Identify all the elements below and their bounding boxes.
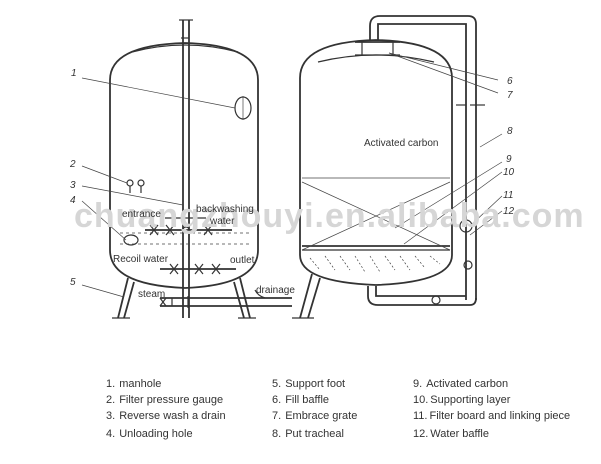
unloading-hole-shape bbox=[123, 234, 139, 246]
left-tank-shell bbox=[109, 42, 259, 289]
callout-8: 8 bbox=[507, 126, 513, 137]
callout-lines bbox=[81, 52, 503, 298]
legend-item-5: 5.Support foot bbox=[272, 378, 345, 390]
callout-2: 2 bbox=[69, 159, 76, 170]
callout-3: 3 bbox=[70, 180, 76, 191]
tracheal-pipe bbox=[369, 15, 477, 300]
sight-glass bbox=[459, 219, 473, 233]
watermark-text: chuangzhouyi.en.alibaba.com bbox=[74, 197, 585, 235]
callout-11: 11 bbox=[503, 190, 513, 201]
legend-item-9: 9.Activated carbon bbox=[413, 378, 508, 390]
label-backwashing: backwashing bbox=[196, 204, 254, 215]
legend-item-1: 1.manhole bbox=[106, 378, 161, 390]
left-labels: backwashing water entrance Recoil water … bbox=[113, 204, 295, 300]
legend-item-12: 12.Water baffle bbox=[413, 428, 489, 440]
legend: 1.manhole 2.Filter pressure gauge 3.Reve… bbox=[106, 378, 570, 440]
label-entrance: entrance bbox=[122, 209, 161, 220]
callout-9: 9 bbox=[506, 154, 512, 165]
label-drainage: drainage bbox=[256, 285, 295, 296]
callout-6: 6 bbox=[507, 76, 513, 87]
callout-4: 4 bbox=[70, 195, 76, 206]
callout-numbers: 1 2 3 4 5 6 7 8 9 10 11 12 bbox=[69, 68, 515, 288]
legend-item-7: 7.Embrace grate bbox=[272, 410, 357, 422]
legend-item-8: 8.Put tracheal bbox=[272, 428, 344, 440]
label-activated-carbon: Activated carbon bbox=[364, 138, 439, 149]
left-support-foot bbox=[117, 277, 135, 319]
callout-10: 10 bbox=[503, 167, 515, 178]
legend-item-3: 3.Reverse wash a drain bbox=[106, 410, 226, 422]
label-water: water bbox=[209, 216, 235, 227]
callout-12: 12 bbox=[503, 206, 515, 217]
pressure-gauge-shape bbox=[126, 179, 134, 187]
label-steam: steam bbox=[138, 289, 165, 300]
legend-item-11: 11.Filter board and linking piece bbox=[413, 410, 570, 422]
callout-5: 5 bbox=[70, 277, 76, 288]
legend-item-10: 10.Supporting layer bbox=[413, 394, 511, 406]
right-support-foot bbox=[299, 273, 321, 319]
legend-item-2: 2.Filter pressure gauge bbox=[106, 394, 223, 406]
left-tank bbox=[109, 19, 292, 319]
legend-item-4: 4.Unloading hole bbox=[106, 428, 193, 440]
right-tank bbox=[292, 15, 485, 319]
callout-1: 1 bbox=[71, 68, 77, 79]
label-outlet: outlet bbox=[230, 255, 255, 266]
left-tank-top-cap bbox=[131, 44, 239, 53]
label-recoil-water: Recoil water bbox=[113, 254, 169, 265]
callout-7: 7 bbox=[507, 90, 513, 101]
right-tank-shell bbox=[299, 39, 453, 286]
legend-item-6: 6.Fill baffle bbox=[272, 394, 329, 406]
